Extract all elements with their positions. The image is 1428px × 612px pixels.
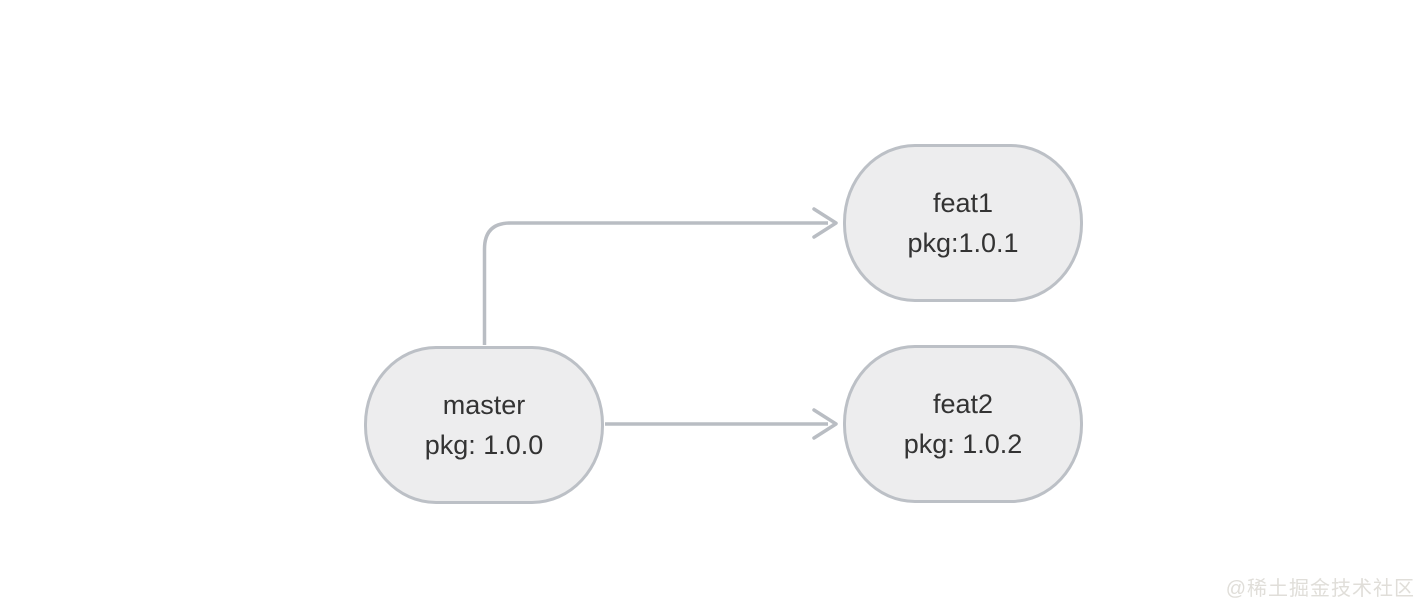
edge-master-to-feat1-line — [482, 221, 828, 345]
node-master: master pkg: 1.0.0 — [364, 346, 604, 504]
node-master-title: master — [442, 390, 526, 420]
node-master-version: pkg: 1.0.0 — [424, 430, 544, 460]
edge-master-to-feat2 — [605, 408, 838, 440]
node-feat1: feat1 pkg:1.0.1 — [843, 144, 1083, 302]
edge-master-to-feat1 — [482, 207, 838, 345]
edge-master-to-feat1-arrowhead-icon — [812, 207, 838, 239]
node-feat1-version: pkg:1.0.1 — [907, 228, 1019, 258]
edge-master-to-feat2-arrowhead-icon — [812, 408, 838, 440]
node-feat1-title: feat1 — [932, 188, 994, 218]
node-feat2-title: feat2 — [932, 389, 994, 419]
node-feat2: feat2 pkg: 1.0.2 — [843, 345, 1083, 503]
node-feat2-version: pkg: 1.0.2 — [903, 429, 1023, 459]
watermark: @稀土掘金技术社区 — [1225, 578, 1415, 600]
